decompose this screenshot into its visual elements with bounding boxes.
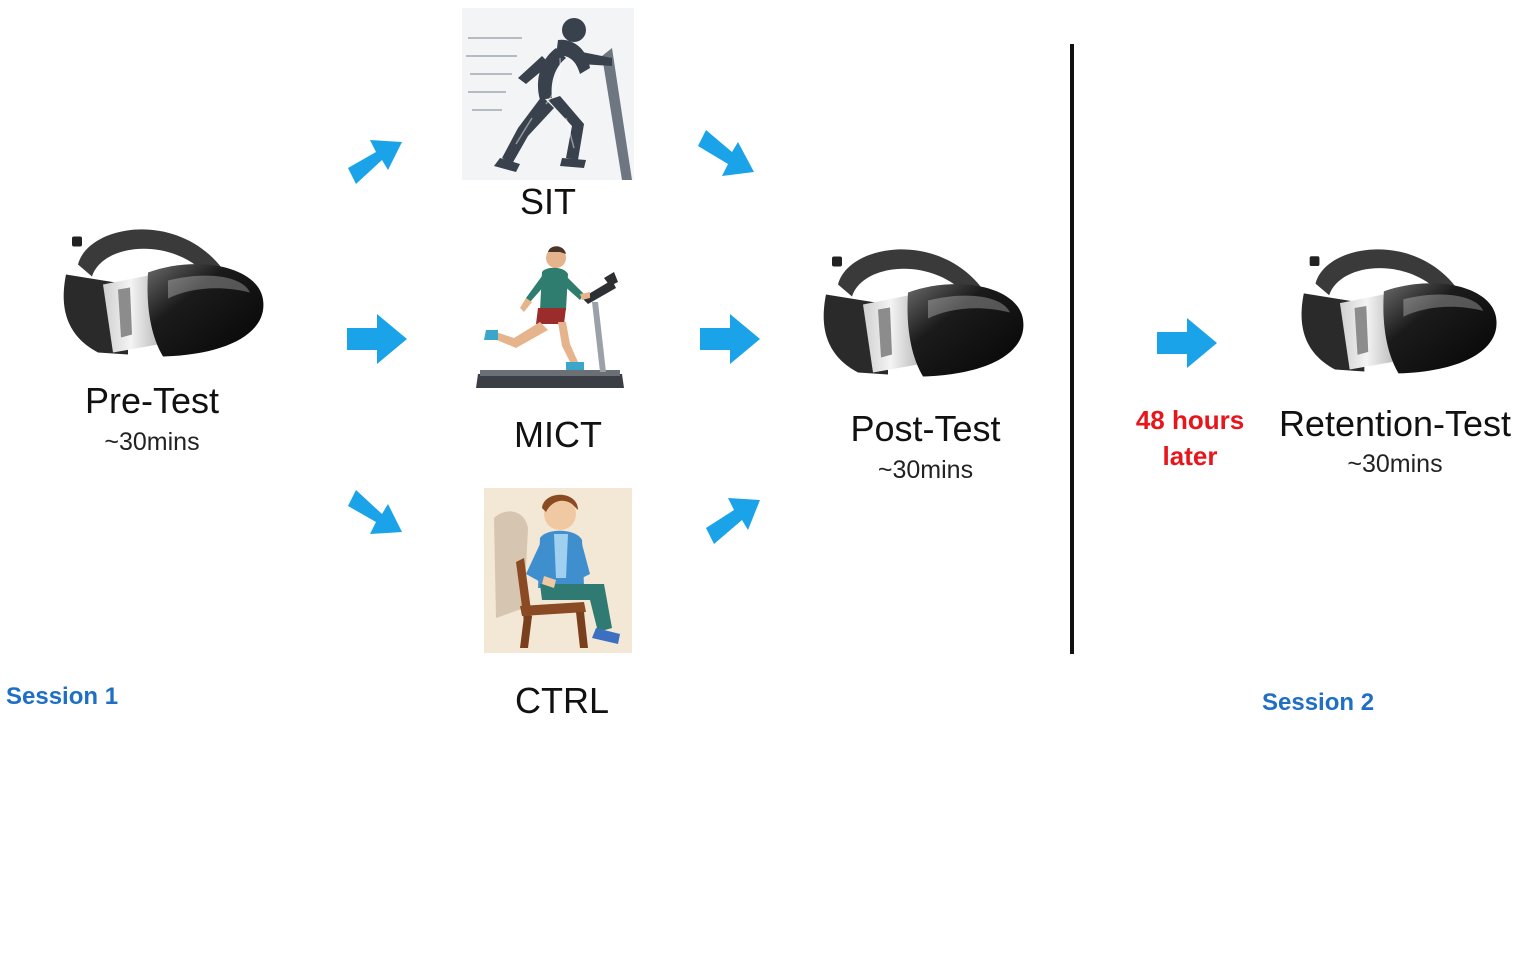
arrow-sit-to-post [698, 130, 754, 176]
delay-line-2: later [1162, 441, 1218, 471]
arrow-pre-to-ctrl [348, 490, 402, 534]
session-1-label: Session 1 [6, 683, 119, 710]
ctrl-label: CTRL [514, 680, 609, 721]
arrow-pre-to-mict [347, 314, 407, 364]
pre-test-label: Pre-Test [84, 380, 220, 421]
retention-test-label: Retention-Test [1278, 403, 1512, 444]
delay-label: 48 hours later [1128, 402, 1252, 474]
retention-test-duration: ~30mins [1347, 450, 1443, 478]
post-test-duration: ~30mins [877, 456, 974, 484]
sit-label: SIT [519, 181, 576, 222]
treadmill-runner-illustration [476, 246, 624, 388]
arrow-pre-to-sit [348, 140, 402, 184]
arrow-ctrl-to-post [706, 498, 760, 544]
session-divider [1070, 44, 1074, 654]
arrow-mict-to-post [700, 314, 760, 364]
post-test-label: Post-Test [850, 408, 1001, 449]
pre-test-headset-icon [63, 229, 264, 357]
arrow-post-to-retention [1157, 318, 1217, 368]
mict-label: MICT [514, 414, 602, 455]
delay-line-1: 48 hours [1135, 405, 1245, 435]
sprinter-illustration [462, 8, 634, 180]
seated-person-illustration [484, 488, 632, 653]
session-2-label: Session 2 [1262, 689, 1375, 716]
retention-test-headset-icon [1301, 249, 1497, 374]
pre-test-duration: ~30mins [104, 428, 200, 456]
post-test-headset-icon [823, 249, 1024, 377]
